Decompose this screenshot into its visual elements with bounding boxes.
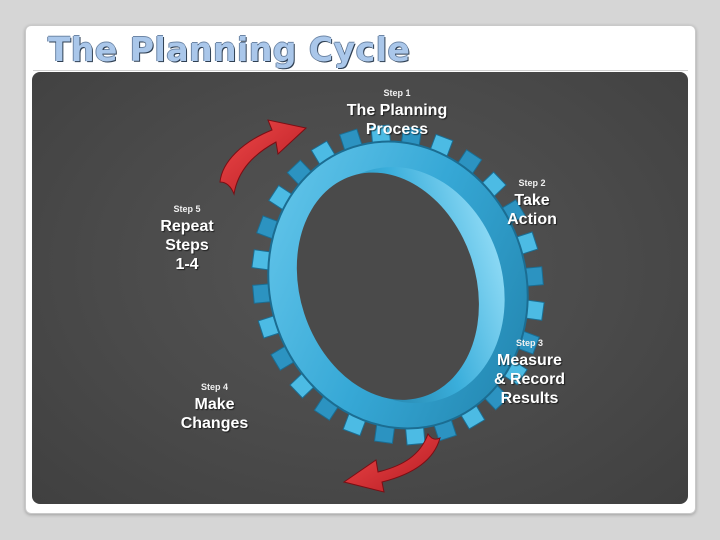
step-number: Step 4 [200,382,228,392]
step-number: Step 5 [173,204,201,214]
step-text: Take Action [507,192,557,228]
step-text: Repeat Steps 1-4 [160,218,214,273]
step-5-label: Step 5 Repeat Steps 1-4 [142,204,232,274]
planning-cycle-diagram [219,119,545,493]
step-1-label: Step 1 The Planning Process [312,88,482,139]
step-number: Step 2 [518,178,546,188]
step-text: Make Changes [180,396,249,432]
step-text: Measure & Record Results [493,352,566,407]
step-2-label: Step 2 Take Action [487,178,577,229]
step-4-label: Step 4 Make Changes [162,382,267,433]
slide-title: The Planning Cycle [48,30,411,69]
diagram-panel: Step 1 The Planning Process Step 2 Take … [32,72,688,504]
curved-arrow-icon [219,119,308,196]
step-3-label: Step 3 Measure & Record Results [472,338,587,408]
gear-ring-icon [251,124,545,446]
step-number: Step 3 [515,338,543,348]
title-divider [33,70,688,71]
step-number: Step 1 [383,88,411,98]
curved-arrow-icon [342,432,441,493]
step-text: The Planning Process [346,102,448,138]
